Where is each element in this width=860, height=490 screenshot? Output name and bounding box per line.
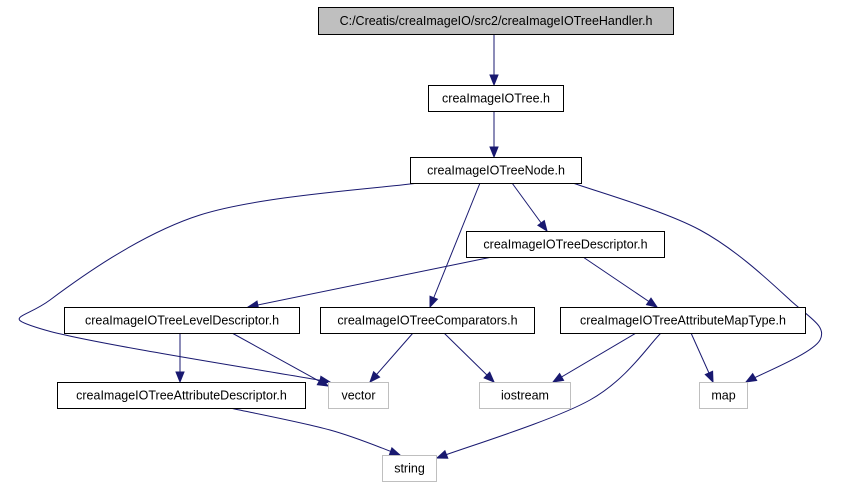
edge-attrmaptype-string bbox=[435, 332, 662, 459]
node-box[interactable] bbox=[382, 455, 437, 482]
node-box[interactable] bbox=[64, 307, 300, 334]
edge-arrowhead bbox=[483, 371, 495, 383]
node-box[interactable] bbox=[320, 307, 535, 334]
node-box[interactable] bbox=[466, 231, 665, 258]
edge-leveldesc-vector bbox=[231, 332, 330, 387]
edge-arrowhead bbox=[175, 371, 185, 384]
node-label: creaImageIOTree.h bbox=[442, 91, 550, 105]
node-map[interactable]: map bbox=[699, 382, 748, 409]
edge-arrowhead bbox=[645, 297, 659, 308]
node-treenode[interactable]: creaImageIOTreeNode.h bbox=[410, 157, 582, 184]
edge-arrowhead bbox=[429, 295, 439, 309]
edge-line bbox=[436, 332, 662, 459]
node-box[interactable] bbox=[479, 382, 571, 409]
edge-leveldesc-attrdesc bbox=[175, 333, 185, 384]
edge-treedesc-attrmaptype bbox=[582, 256, 659, 308]
edge-line bbox=[231, 332, 329, 387]
node-box[interactable] bbox=[428, 85, 564, 112]
edge-line bbox=[247, 256, 493, 308]
node-vector[interactable]: vector bbox=[328, 382, 389, 409]
edge-tree-treenode bbox=[489, 111, 499, 159]
edge-line bbox=[552, 332, 637, 383]
edge-line bbox=[582, 256, 658, 308]
node-box[interactable] bbox=[57, 382, 306, 409]
edge-arrowhead bbox=[369, 370, 381, 384]
node-label: creaImageIOTreeDescriptor.h bbox=[483, 237, 647, 251]
edge-arrowhead bbox=[388, 447, 402, 456]
edge-arrowhead bbox=[537, 219, 548, 233]
node-label: vector bbox=[341, 388, 375, 402]
edge-line bbox=[429, 182, 481, 308]
node-treedesc[interactable]: creaImageIOTreeDescriptor.h bbox=[466, 231, 665, 258]
node-label: C:/Creatis/creaImageIO/src2/creaImageIOT… bbox=[340, 14, 653, 28]
edge-line bbox=[229, 407, 401, 456]
edge-arrowhead bbox=[704, 370, 714, 384]
node-root[interactable]: C:/Creatis/creaImageIO/src2/creaImageIOT… bbox=[318, 7, 674, 35]
nodes-layer: C:/Creatis/creaImageIO/src2/creaImageIOT… bbox=[57, 7, 806, 482]
edge-attrmaptype-iostream bbox=[551, 332, 637, 383]
edge-line bbox=[369, 332, 414, 383]
node-label: creaImageIOTreeLevelDescriptor.h bbox=[85, 313, 279, 327]
edge-attrmaptype-map bbox=[690, 332, 714, 384]
edge-treenode-comparators bbox=[429, 182, 481, 309]
node-box[interactable] bbox=[699, 382, 748, 409]
edge-treenode-vector bbox=[18, 182, 419, 385]
edge-arrowhead bbox=[489, 74, 499, 87]
node-label: creaImageIOTreeAttributeMapType.h bbox=[580, 313, 786, 327]
node-box[interactable] bbox=[328, 382, 389, 409]
node-box[interactable] bbox=[560, 307, 806, 334]
node-box[interactable] bbox=[318, 7, 674, 35]
edge-treedesc-leveldesc bbox=[246, 256, 493, 310]
node-label: map bbox=[711, 388, 735, 402]
edge-attrdesc-string bbox=[229, 407, 402, 456]
node-attrdesc[interactable]: creaImageIOTreeAttributeDescriptor.h bbox=[57, 382, 306, 409]
node-label: string bbox=[394, 461, 425, 475]
edges-layer bbox=[18, 34, 823, 459]
node-label: creaImageIOTreeComparators.h bbox=[337, 313, 517, 327]
node-attrmaptype[interactable]: creaImageIOTreeAttributeMapType.h bbox=[560, 307, 806, 334]
node-string[interactable]: string bbox=[382, 455, 437, 482]
node-iostream[interactable]: iostream bbox=[479, 382, 571, 409]
edge-arrowhead bbox=[435, 449, 449, 459]
edge-treenode-treedesc bbox=[511, 182, 548, 233]
edge-treenode-map bbox=[572, 182, 823, 383]
node-label: creaImageIOTreeNode.h bbox=[427, 163, 565, 177]
edge-root-tree bbox=[489, 34, 499, 87]
node-label: creaImageIOTreeAttributeDescriptor.h bbox=[76, 388, 287, 402]
edge-arrowhead bbox=[551, 372, 565, 383]
node-comparators[interactable]: creaImageIOTreeComparators.h bbox=[320, 307, 535, 334]
edge-comparators-vector bbox=[369, 332, 414, 384]
node-leveldesc[interactable]: creaImageIOTreeLevelDescriptor.h bbox=[64, 307, 300, 334]
edge-arrowhead bbox=[744, 372, 758, 383]
edge-arrowhead bbox=[489, 146, 499, 159]
edge-comparators-iostream bbox=[443, 332, 495, 383]
node-label: iostream bbox=[501, 388, 549, 402]
node-tree[interactable]: creaImageIOTree.h bbox=[428, 85, 564, 112]
node-box[interactable] bbox=[410, 157, 582, 184]
edge-line bbox=[443, 332, 495, 383]
edge-line bbox=[572, 182, 823, 383]
edge-line bbox=[18, 182, 419, 383]
edge-arrowhead bbox=[316, 376, 330, 387]
